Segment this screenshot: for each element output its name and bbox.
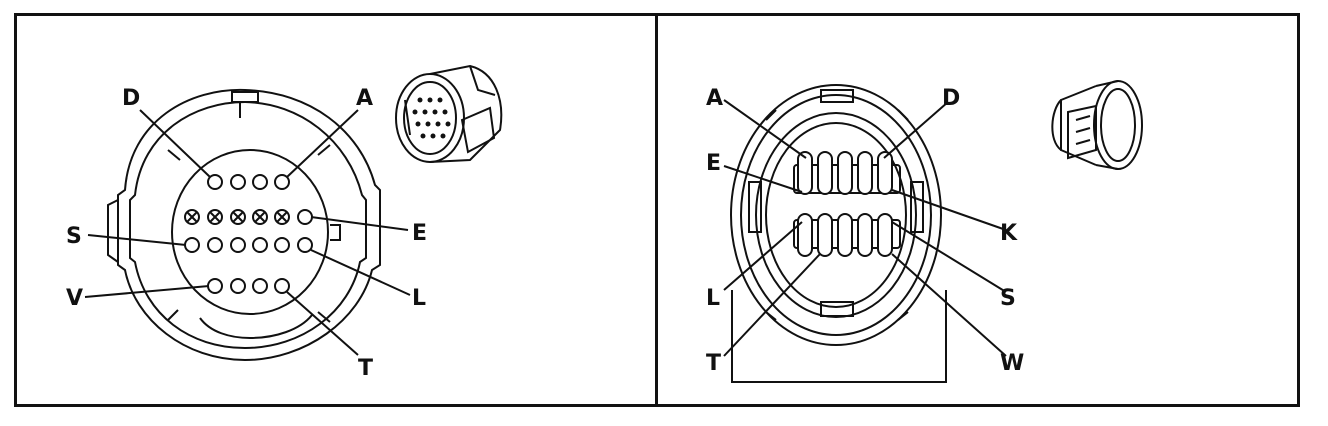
left-label-e: E <box>412 221 427 246</box>
left-label-t: T <box>358 356 373 381</box>
left-connector-housing <box>117 88 381 362</box>
right-label-k: K <box>1000 221 1018 246</box>
left-connector-thumbnail <box>395 64 503 163</box>
panel-divider <box>655 13 658 407</box>
right-mounting-box <box>731 290 947 383</box>
left-label-a: A <box>356 86 373 111</box>
right-leader-lines <box>723 99 1007 357</box>
left-label-v: V <box>66 286 83 311</box>
right-outer-ring <box>730 84 942 346</box>
right-label-l: L <box>706 286 720 311</box>
right-label-t: T <box>706 351 721 376</box>
left-leader-lines <box>84 109 411 356</box>
right-upper-terminals <box>797 151 893 195</box>
right-connector-panel: A D E K L S T W <box>706 80 1143 383</box>
right-connector-thumbnail <box>1051 80 1143 170</box>
left-label-s: S <box>66 224 82 249</box>
left-pin-cavities <box>184 174 313 294</box>
left-label-l: L <box>412 286 426 311</box>
left-thumbnail-pins <box>412 97 451 139</box>
left-label-d: D <box>122 86 140 111</box>
left-connector-panel: D A S E V L T <box>66 64 503 381</box>
right-lower-terminals <box>797 213 893 257</box>
right-label-a: A <box>706 86 723 111</box>
left-plugged-cavities <box>186 211 288 223</box>
right-label-e: E <box>706 151 721 176</box>
right-label-s: S <box>1000 286 1016 311</box>
right-label-w: W <box>1000 351 1024 376</box>
right-label-d: D <box>942 86 960 111</box>
